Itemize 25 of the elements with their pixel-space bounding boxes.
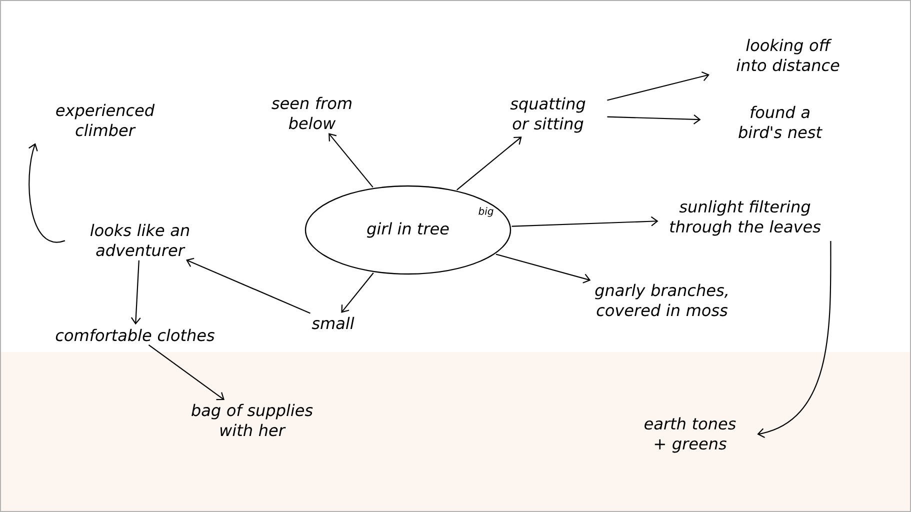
arrow [186,258,310,314]
note-text: earth tones + greens [644,417,736,453]
note-text: sunlight filtering through the leaves [670,200,821,236]
arrow [496,254,591,284]
arrow [607,71,710,101]
arrow [512,216,658,227]
note-text: comfortable clothes [56,328,214,342]
arrow [607,114,701,124]
arrow [148,344,224,400]
arrow [328,133,374,188]
arrow [130,260,141,325]
note-text: small [312,316,354,330]
note-text: gnarly branches, covered in moss [595,284,728,316]
note-text: experienced climber [56,104,155,136]
arrow [341,272,374,313]
arrow [757,240,832,438]
ellipse-node: girl in tree big [304,185,512,275]
note-text: seen from below [272,96,352,130]
note-text: found a bird's nest [738,106,822,138]
arrow [456,136,522,190]
arrow [28,143,66,243]
note-text: bag of supplies with her [192,404,313,436]
note-text: squatting or sitting [510,97,586,133]
note-text: looking off into distance [736,38,840,72]
note-text: looks like an adventurer [90,224,190,256]
